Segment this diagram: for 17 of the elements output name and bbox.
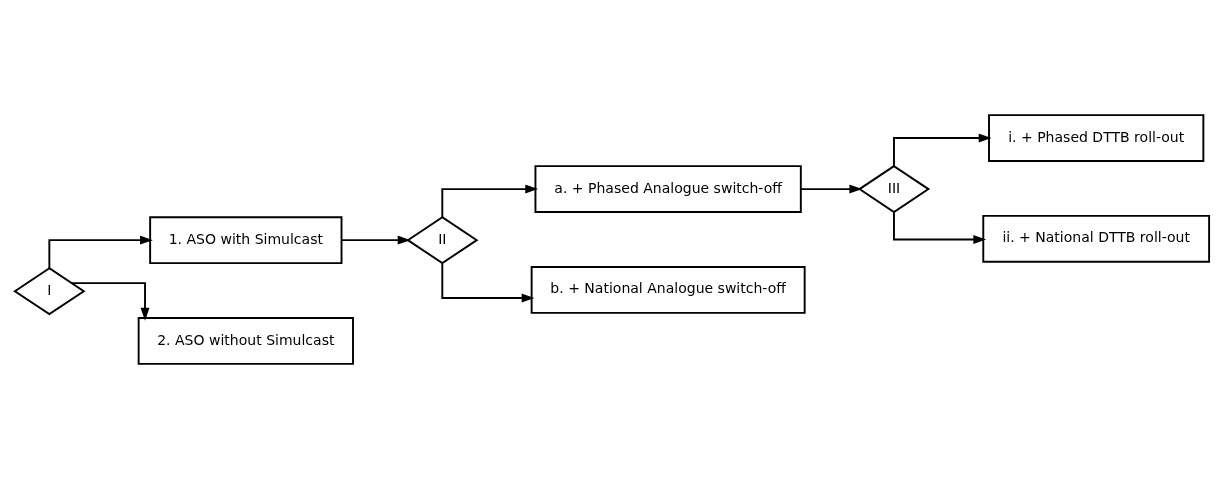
node-diamond: I — [13, 267, 86, 316]
node-box: ii. + National DTTB roll-out — [982, 214, 1211, 263]
node-box: 1. ASO with Simulcast — [149, 216, 343, 265]
arrow — [441, 184, 539, 218]
arrow — [340, 235, 411, 245]
arrow — [800, 184, 863, 194]
arrow — [71, 282, 150, 321]
arrow — [893, 133, 992, 167]
arrow — [441, 262, 535, 303]
node-box: b. + National Analogue switch-off — [530, 265, 806, 314]
arrow — [48, 235, 153, 269]
node-box: 2. ASO without Simulcast — [137, 317, 354, 365]
node-box: i. + Phased DTTB roll-out — [988, 114, 1205, 162]
arrow — [893, 211, 987, 244]
node-box: a. + Phased Analogue switch-off — [534, 165, 802, 214]
node-diamond: II — [406, 216, 479, 265]
node-diamond: III — [857, 165, 931, 214]
